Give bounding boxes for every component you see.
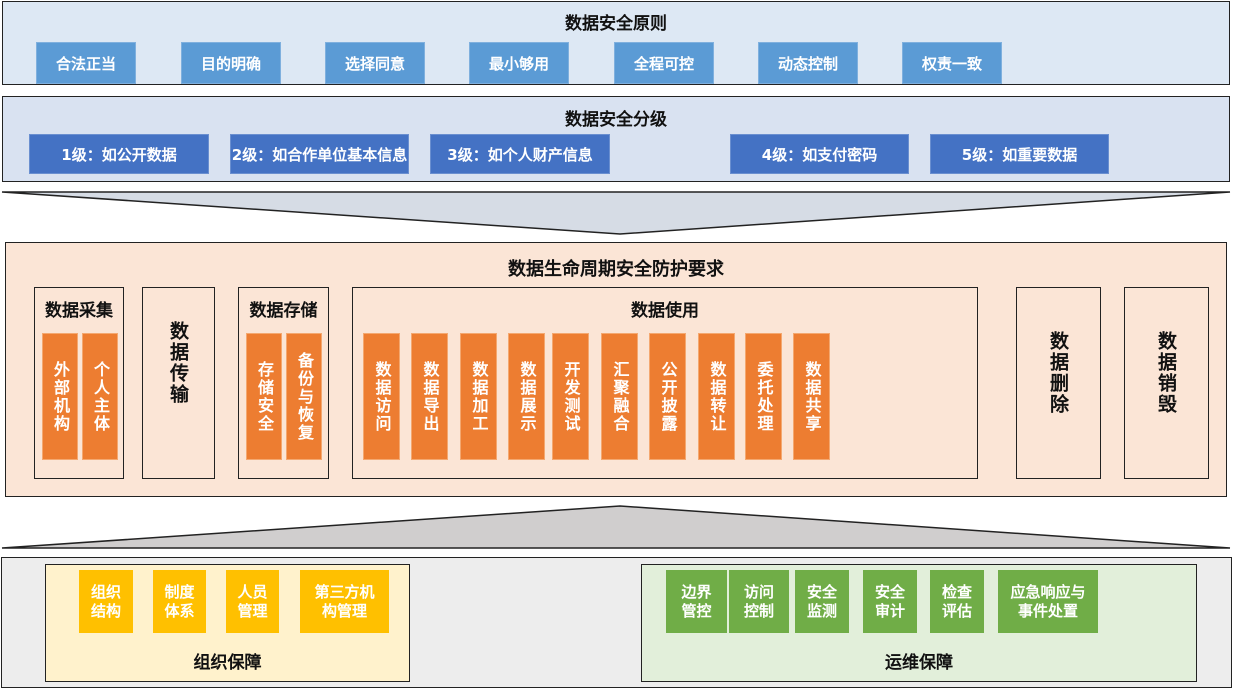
stage-title: 数据传输 [167,321,189,405]
ops-item: 边界 管控 [666,570,727,633]
stage-deletion: 数据删除 [1016,287,1101,479]
stage-title: 数据删除 [1047,331,1069,415]
ops-item: 安全 监测 [795,570,849,633]
principle-item: 合法正当 [36,42,136,84]
lifecycle-panel: 数据生命周期安全防护要求 数据采集 外部机构 个人主体 数据传输 数据存储 存储… [5,242,1227,497]
stage-storage: 数据存储 存储安全 备份与恢复 [238,287,329,479]
principle-item: 最小够用 [469,42,569,84]
usage-item: 公开披露 [649,333,686,460]
down-arrow-icon [1,191,1231,235]
stage-usage: 数据使用 数据访问 数据导出 数据加工 数据展示 开发测试 汇聚融合 公开披露 … [352,287,978,479]
classification-title: 数据安全分级 [565,110,667,130]
usage-item: 委托处理 [745,333,782,460]
ops-item: 检查 评估 [930,570,984,633]
stage-title: 数据采集 [45,301,113,321]
support-panel: 组织 结构 制度 体系 人员 管理 第三方机 构管理 组织保障 边界 管控 访问… [1,557,1232,688]
ops-support-panel: 边界 管控 访问 控制 安全 监测 安全 审计 检查 评估 应急响应与 事件处置… [641,564,1197,682]
ops-item: 访问 控制 [727,570,789,633]
org-support-title: 组织保障 [193,653,262,673]
org-item: 人员 管理 [226,570,279,633]
usage-item: 数据转让 [698,333,735,460]
ops-item: 安全 审计 [863,570,917,633]
storage-item: 存储安全 [246,333,282,460]
principle-item: 动态控制 [758,42,858,84]
storage-item: 备份与恢复 [286,333,322,460]
lifecycle-title: 数据生命周期安全防护要求 [508,259,724,280]
usage-item: 汇聚融合 [601,333,638,460]
level-item: 3级：如个人财产信息 [430,134,610,174]
usage-item: 开发测试 [552,333,589,460]
org-item: 组织 结构 [79,570,133,633]
stage-collection: 数据采集 外部机构 个人主体 [34,287,124,479]
usage-item: 数据加工 [460,333,497,460]
org-item: 第三方机 构管理 [300,570,389,633]
stage-title: 数据使用 [631,301,699,321]
usage-item: 数据展示 [508,333,545,460]
ops-support-title: 运维保障 [885,653,953,673]
level-item: 5级：如重要数据 [930,134,1109,174]
principle-item: 权责一致 [902,42,1002,84]
org-item: 制度 体系 [153,570,206,633]
ops-item: 应急响应与 事件处置 [998,570,1098,633]
collection-item: 外部机构 [42,333,78,460]
level-item: 2级：如合作单位基本信息 [230,134,409,174]
usage-item: 数据共享 [793,333,830,460]
principle-item: 选择同意 [325,42,425,84]
up-arrow-icon [1,505,1231,549]
usage-item: 数据导出 [411,333,448,460]
stage-title: 数据存储 [249,301,318,321]
classification-panel: 数据安全分级 1级：如公开数据 2级：如合作单位基本信息 3级：如个人财产信息 … [2,96,1230,182]
principles-title: 数据安全原则 [565,14,667,34]
org-support-panel: 组织 结构 制度 体系 人员 管理 第三方机 构管理 组织保障 [45,564,410,682]
principle-item: 目的明确 [181,42,281,84]
usage-item: 数据访问 [363,333,400,460]
principles-panel: 数据安全原则 合法正当 目的明确 选择同意 最小够用 全程可控 动态控制 权责一… [2,1,1230,85]
principle-item: 全程可控 [614,42,714,84]
stage-destruction: 数据销毁 [1124,287,1209,479]
collection-item: 个人主体 [82,333,118,460]
level-item: 1级：如公开数据 [29,134,209,174]
level-item: 4级：如支付密码 [730,134,909,174]
stage-title: 数据销毁 [1155,331,1177,415]
stage-transmission: 数据传输 [142,287,215,479]
